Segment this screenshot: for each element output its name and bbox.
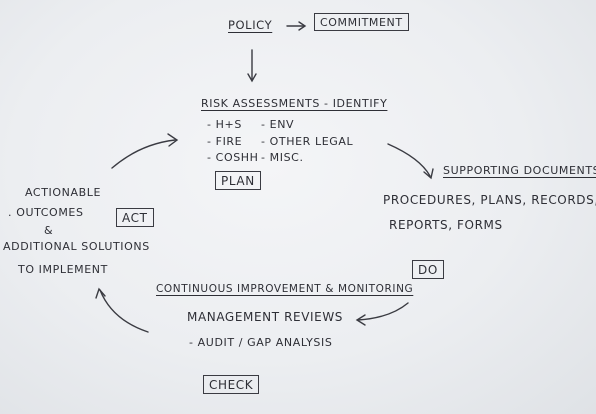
act-line-implement: TO IMPLEMENT [18,263,108,276]
plan-item-other-legal: - OTHER LEGAL [261,135,354,148]
plan-to-do-arrow [387,143,431,177]
act-line-outcomes: . OUTCOMES [8,206,84,219]
commitment-box: COMMITMENT [314,13,409,31]
do-line-1: PROCEDURES, PLANS, RECORDS, [383,193,596,207]
act-to-plan-arrow [111,139,176,169]
plan-box: PLAN [215,171,261,190]
do-to-check-arrow [357,302,409,321]
plan-item-misc: - MISC. [261,151,304,164]
plan-item-env: - ENV [261,118,295,131]
plan-item-coshh: - COSHH [207,151,259,164]
plan-item-hs: - H+S [207,118,242,131]
policy-label: POLICY [228,18,273,32]
do-box: DO [412,260,444,279]
plan-item-fire: - FIRE [207,135,243,148]
plan-heading: RISK ASSESSMENTS - IDENTIFY [201,97,388,110]
act-box: ACT [116,208,154,227]
check-box: CHECK [203,375,260,394]
check-heading: CONTINUOUS IMPROVEMENT & MONITORING [156,283,414,295]
check-line-reviews: MANAGEMENT REVIEWS [187,310,344,324]
do-line-2: REPORTS, FORMS [389,218,503,232]
do-heading: SUPPORTING DOCUMENTS [443,164,596,177]
act-line-ampersand: & [44,224,54,237]
act-line-additional: ADDITIONAL SOLUTIONS [3,240,150,253]
act-line-actionable: ACTIONABLE [25,186,102,199]
check-line-audit: - AUDIT / GAP ANALYSIS [189,336,333,349]
check-to-act-arrow [99,289,149,333]
